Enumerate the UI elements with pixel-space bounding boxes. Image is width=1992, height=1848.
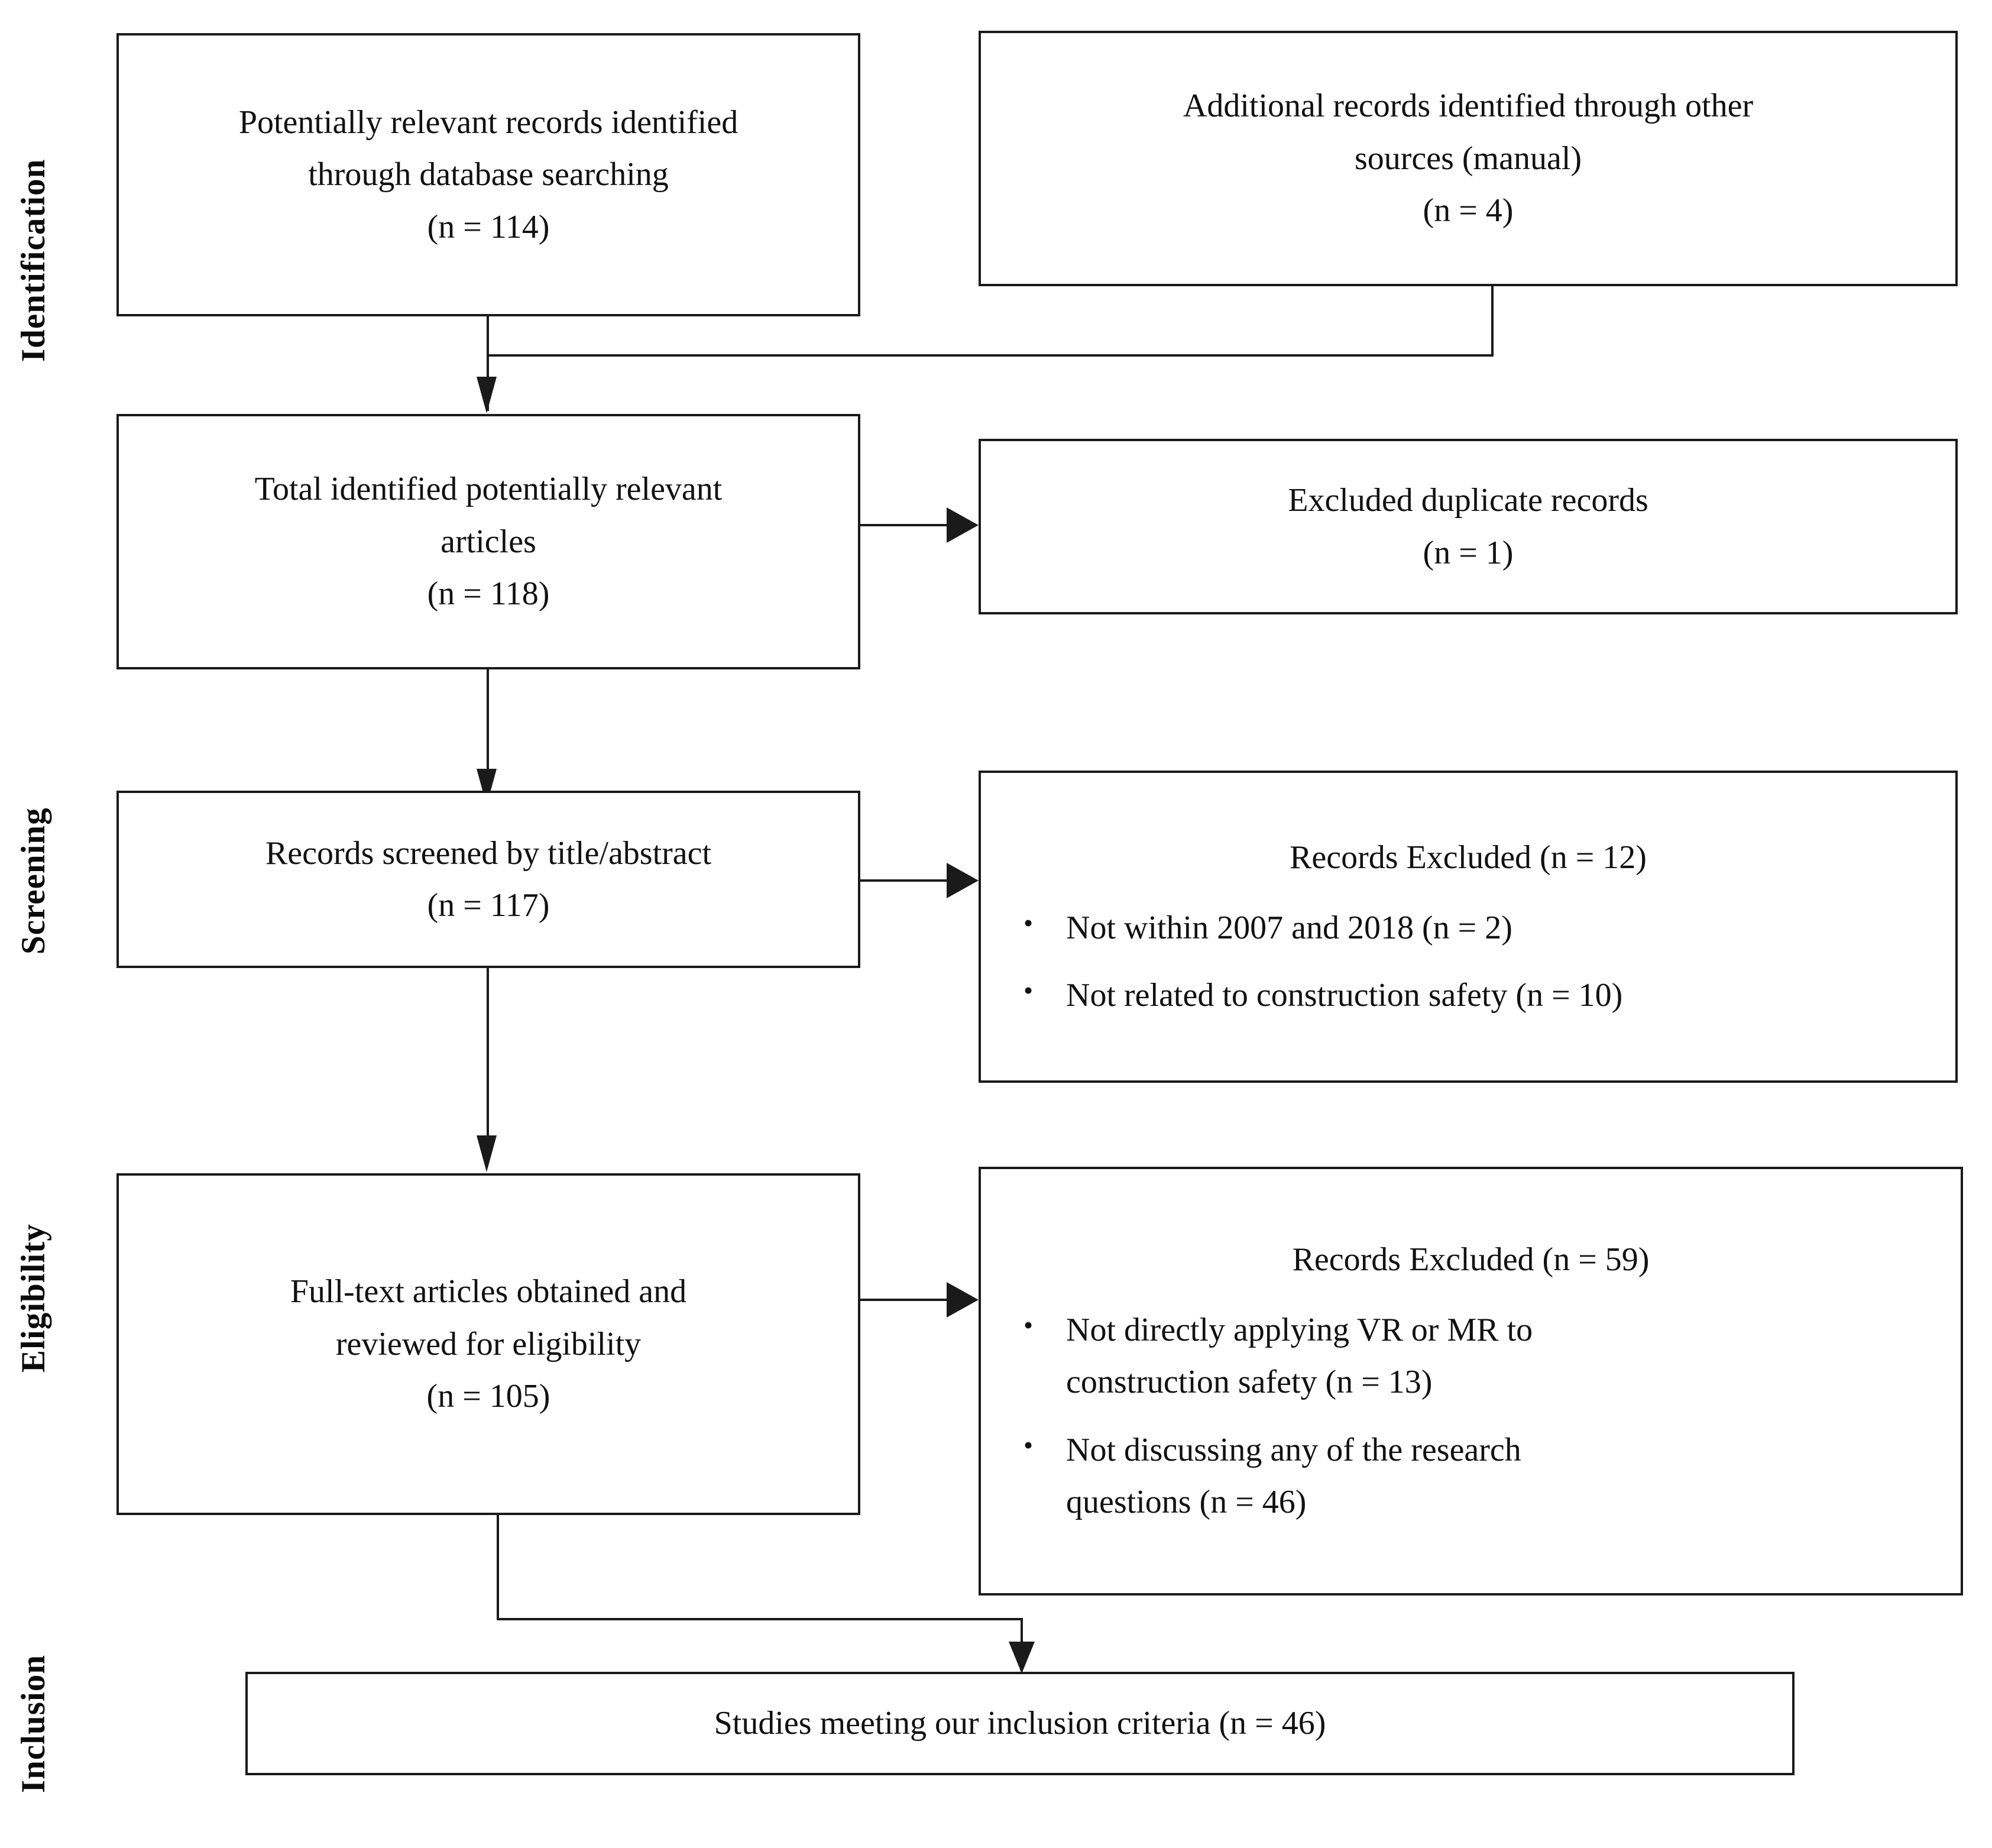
box-line: (n = 117) bbox=[427, 887, 550, 924]
arrow-into-excluded-eligibility bbox=[947, 1282, 979, 1318]
box-line: through database searching bbox=[308, 156, 669, 193]
box-line: (n = 118) bbox=[427, 575, 550, 613]
box-line: Studies meeting our inclusion criteria (… bbox=[714, 1705, 1326, 1742]
list-item: • Not within 2007 and 2018 (n = 2) bbox=[996, 902, 1940, 954]
bullet-icon: • bbox=[1023, 975, 1034, 1006]
box-line: Potentially relevant records identified bbox=[238, 103, 739, 141]
box-line: reviewed for eligibility bbox=[335, 1325, 642, 1362]
box-records-identified-other-sources: Additional records identified through ot… bbox=[979, 31, 1958, 286]
connector-merge-horizontal bbox=[487, 354, 1494, 357]
connector-to-excluded-screening bbox=[860, 879, 948, 882]
bullet-icon: • bbox=[1023, 1429, 1034, 1460]
stage-label-eligibility: Eligibility bbox=[15, 1224, 52, 1373]
box-line: sources (manual) bbox=[1354, 140, 1582, 177]
stage-label-identification: Identification bbox=[15, 158, 52, 362]
box-line: Additional records identified through ot… bbox=[1183, 88, 1754, 125]
arrow-into-full-text-articles bbox=[477, 1135, 497, 1172]
list-item: • Not related to construction safety (n … bbox=[996, 969, 1940, 1021]
connector-total-to-screened bbox=[487, 669, 489, 800]
arrow-into-included-studies bbox=[1009, 1642, 1035, 1674]
box-line: (n = 114) bbox=[427, 208, 550, 245]
bullet-icon: • bbox=[1023, 907, 1034, 938]
excluded-eligibility-list: • Not directly applying VR or MR to cons… bbox=[996, 1304, 1945, 1529]
box-line: (n = 1) bbox=[1423, 534, 1514, 571]
box-line: (n = 4) bbox=[1423, 192, 1514, 229]
arrow-into-excluded-duplicates bbox=[947, 507, 979, 543]
list-item-line: Not discussing any of the research bbox=[1066, 1431, 1521, 1468]
connector-fulltext-down bbox=[497, 1515, 499, 1620]
box-full-text-articles: Full-text articles obtained and reviewed… bbox=[116, 1173, 860, 1515]
box-records-excluded-screening: Records Excluded (n = 12) • Not within 2… bbox=[979, 771, 1958, 1083]
excluded-screening-heading: Records Excluded (n = 12) bbox=[1290, 839, 1647, 876]
stage-label-inclusion: Inclusion bbox=[15, 1655, 52, 1793]
list-item: • Not discussing any of the research que… bbox=[996, 1424, 1945, 1529]
list-item: • Not directly applying VR or MR to cons… bbox=[996, 1304, 1945, 1409]
bullet-icon: • bbox=[1023, 1309, 1034, 1340]
list-item-line: questions (n = 46) bbox=[1066, 1484, 1307, 1521]
connector-screened-to-fulltext bbox=[487, 968, 489, 1163]
box-line: Full-text articles obtained and bbox=[290, 1273, 687, 1310]
connector-to-excluded-eligibility bbox=[860, 1299, 948, 1301]
excluded-eligibility-heading: Records Excluded (n = 59) bbox=[1292, 1241, 1650, 1279]
stage-label-screening: Screening bbox=[15, 807, 52, 955]
box-included-studies: Studies meeting our inclusion criteria (… bbox=[245, 1672, 1795, 1775]
box-records-identified-database: Potentially relevant records identified … bbox=[116, 33, 860, 316]
excluded-screening-list: • Not within 2007 and 2018 (n = 2) • Not… bbox=[996, 902, 1940, 1022]
list-item-line: Not directly applying VR or MR to bbox=[1066, 1311, 1533, 1348]
box-records-screened: Records screened by title/abstract (n = … bbox=[116, 791, 860, 968]
connector-other-sources-down bbox=[1491, 286, 1494, 357]
box-records-excluded-eligibility: Records Excluded (n = 59) • Not directly… bbox=[979, 1167, 1963, 1595]
connector-to-duplicates bbox=[860, 524, 948, 526]
list-item-line: construction safety (n = 13) bbox=[1066, 1364, 1433, 1401]
connector-fulltext-right bbox=[497, 1618, 1023, 1620]
box-line: articles bbox=[440, 523, 536, 560]
box-line: (n = 105) bbox=[426, 1378, 550, 1415]
box-total-identified-articles: Total identified potentially relevant ar… bbox=[116, 414, 860, 669]
box-line: Total identified potentially relevant bbox=[254, 471, 723, 508]
list-item-label: Not within 2007 and 2018 (n = 2) bbox=[1066, 909, 1512, 946]
list-item-label: Not related to construction safety (n = … bbox=[1066, 977, 1623, 1014]
connector-db-down bbox=[487, 316, 489, 411]
box-line: Records screened by title/abstract bbox=[265, 834, 712, 872]
arrow-into-excluded-screening bbox=[947, 863, 979, 898]
box-excluded-duplicate-records: Excluded duplicate records (n = 1) bbox=[979, 439, 1958, 614]
box-line: Excluded duplicate records bbox=[1288, 482, 1648, 519]
arrow-into-total-identified bbox=[477, 377, 497, 413]
